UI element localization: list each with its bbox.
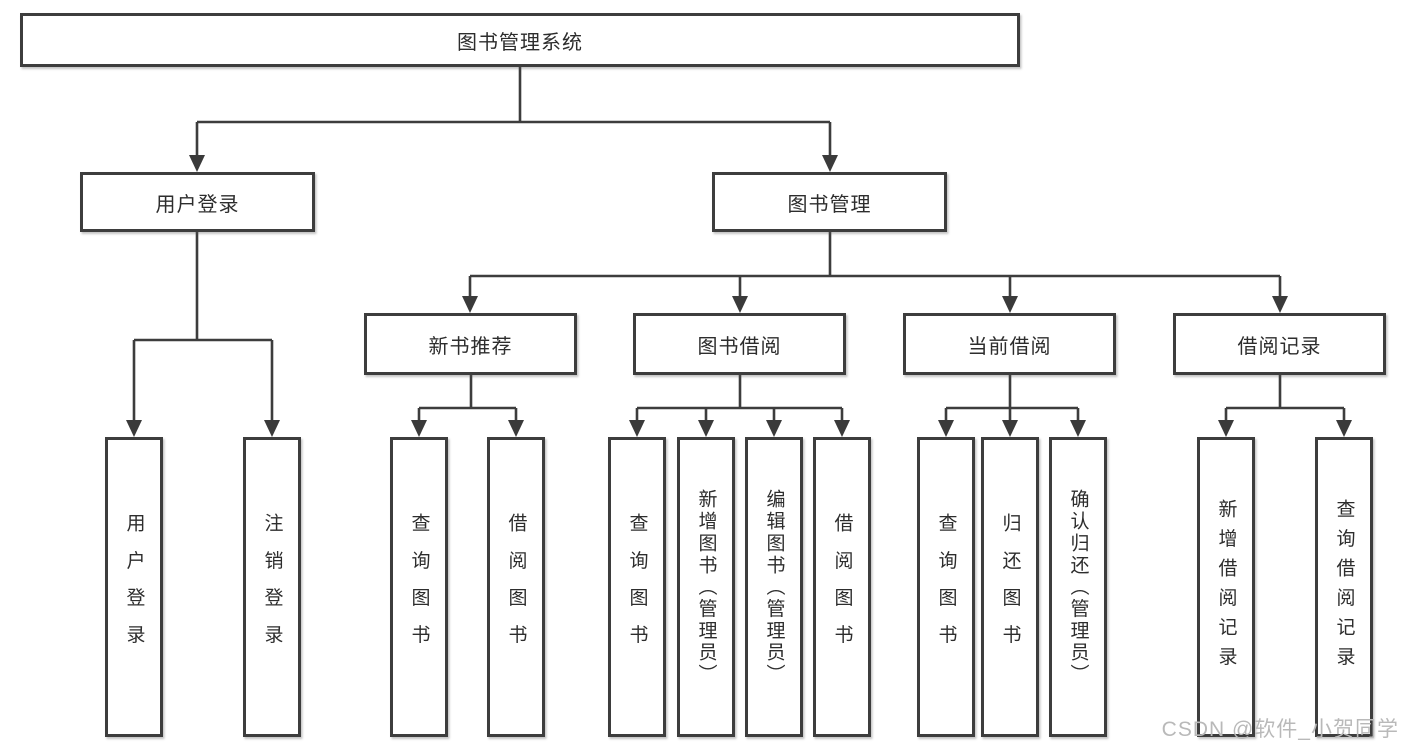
node-book-management: 图书管理: [712, 172, 947, 232]
node-label: 图书管理系统: [457, 31, 583, 54]
node-label: 注销登录: [261, 512, 283, 662]
node-user-login: 用户登录: [80, 172, 315, 232]
node-current-borrow: 当前借阅: [903, 313, 1116, 375]
node-label: 图书借阅: [697, 335, 782, 358]
node-leaf-borrow-books-1: 借阅图书: [487, 437, 545, 737]
node-leaf-borrow-books-2: 借阅图书: [813, 437, 871, 737]
node-leaf-query-books-3: 查询图书: [917, 437, 975, 737]
node-label: 新增借阅记录: [1215, 498, 1237, 676]
node-label: 当前借阅: [967, 335, 1052, 358]
node-book-borrow: 图书借阅: [633, 313, 846, 375]
node-system-root: 图书管理系统: [20, 13, 1020, 67]
node-leaf-return-books: 归还图书: [981, 437, 1039, 737]
node-leaf-logout: 注销登录: [243, 437, 301, 737]
node-leaf-user-login: 用户登录: [105, 437, 163, 737]
node-label: 借阅图书: [831, 512, 853, 662]
csdn-watermark: CSDN @软件_小贺同学: [1161, 718, 1399, 741]
node-leaf-query-books-1: 查询图书: [390, 437, 448, 737]
node-label: 借阅图书: [505, 512, 527, 662]
node-leaf-edit-books-admin: 编辑图书（管理员）: [745, 437, 803, 737]
node-leaf-confirm-return-admin: 确认归还（管理员）: [1049, 437, 1107, 737]
node-label: 借阅记录: [1237, 335, 1322, 358]
node-label: 归还图书: [999, 512, 1021, 662]
node-label: 用户登录: [123, 512, 145, 662]
node-label: 查询借阅记录: [1333, 498, 1355, 676]
node-label: 查询图书: [935, 512, 957, 662]
node-label: 查询图书: [626, 512, 648, 662]
node-label: 新增图书（管理员）: [695, 488, 717, 686]
node-new-book-recommend: 新书推荐: [364, 313, 577, 375]
node-leaf-query-borrow-record: 查询借阅记录: [1315, 437, 1373, 737]
node-leaf-query-books-2: 查询图书: [608, 437, 666, 737]
node-label: 编辑图书（管理员）: [763, 488, 785, 686]
node-leaf-add-books-admin: 新增图书（管理员）: [677, 437, 735, 737]
node-label: 用户登录: [155, 193, 240, 216]
node-leaf-add-borrow-record: 新增借阅记录: [1197, 437, 1255, 737]
node-borrow-records: 借阅记录: [1173, 313, 1386, 375]
node-label: 查询图书: [408, 512, 430, 662]
node-label: 确认归还（管理员）: [1067, 488, 1089, 686]
node-label: 新书推荐: [428, 335, 513, 358]
node-label: 图书管理: [787, 193, 872, 216]
